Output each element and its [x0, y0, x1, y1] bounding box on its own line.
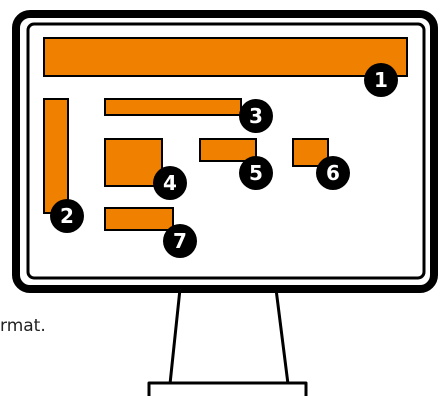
badge-1: 1 — [364, 63, 398, 97]
region-5: 5 — [199, 138, 273, 190]
badge-3-label: 3 — [249, 104, 263, 128]
region-3: 3 — [104, 98, 273, 133]
region-6: 6 — [292, 138, 350, 190]
region-2: 2 — [43, 98, 84, 233]
badge-6-label: 6 — [326, 161, 340, 185]
caption-fragment: rmat. — [0, 316, 46, 336]
badge-2: 2 — [50, 199, 84, 233]
region-7: 7 — [104, 207, 197, 258]
badge-7-label: 7 — [173, 229, 187, 253]
badge-1-label: 1 — [374, 68, 388, 92]
monitor-stand-icon — [147, 288, 308, 396]
badge-3: 3 — [239, 99, 273, 133]
badge-4-label: 4 — [163, 171, 177, 195]
badge-6: 6 — [316, 156, 350, 190]
badge-4: 4 — [153, 166, 187, 200]
badge-5-label: 5 — [249, 161, 263, 185]
badge-5: 5 — [239, 156, 273, 190]
region-4: 4 — [104, 138, 187, 200]
badge-2-label: 2 — [60, 204, 74, 228]
badge-7: 7 — [163, 224, 197, 258]
region-1: 1 — [43, 37, 408, 97]
